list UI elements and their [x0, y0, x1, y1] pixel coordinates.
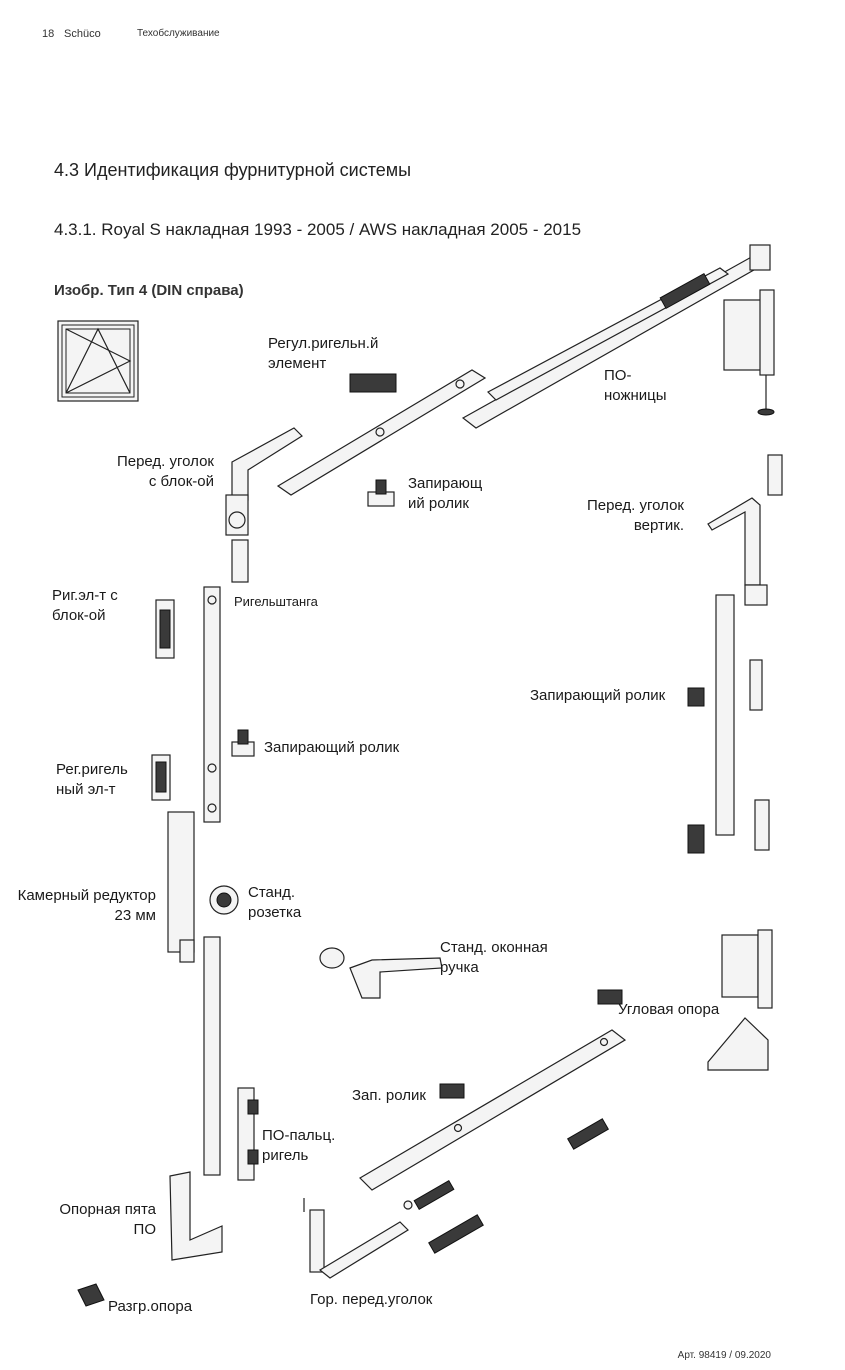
locking-roller-top — [367, 479, 395, 507]
vertical-corner-drive-part — [707, 454, 783, 606]
hinge-top-right — [723, 289, 775, 416]
section-title: Техобслуживание — [137, 28, 220, 39]
horizontal-corner-drive-part — [303, 1198, 409, 1279]
label-razgr-opora: Разгр.опора — [108, 1298, 193, 1315]
label-zapirayushchiy-rolik-mid: Запирающий ролик — [264, 739, 400, 756]
standard-rosette-part — [209, 885, 239, 915]
tilt-finger-locking-part — [237, 1087, 259, 1181]
lower-locking-rod — [203, 936, 221, 1176]
label-stand-rozetka: Станд.розетка — [248, 884, 302, 921]
label-gor-pered-ugolok: Гор. перед.уголок — [310, 1291, 433, 1308]
locking-roller-mid — [231, 729, 255, 757]
support-heel-part — [169, 1171, 223, 1261]
locking-rod-part — [203, 586, 221, 823]
label-po-nozhnitsy: ПО-ножницы — [604, 367, 667, 404]
locking-roller-bottom — [439, 1083, 465, 1099]
hinge-bottom-right — [707, 929, 773, 1071]
label-zap-rolik: Зап. ролик — [352, 1087, 426, 1104]
brand-name: Schüco — [64, 28, 101, 40]
article-number: Арт. 98419 / 09.2020 — [677, 1350, 771, 1361]
top-locking-bar — [276, 369, 487, 496]
figure-caption: Изобр. Тип 4 (DIN справа) — [54, 282, 244, 299]
subsection-heading: 4.3.1. Royal S накладная 1993 - 2005 / A… — [54, 220, 582, 239]
corner-support-part — [597, 989, 623, 1005]
bottom-locking-bar — [359, 1029, 627, 1191]
adjustable-locking-element-part — [349, 373, 397, 393]
adjustable-locking-element-left — [151, 754, 171, 801]
standard-window-handle-part — [319, 947, 443, 999]
label-zapirayushchiy-rolik-right: Запирающий ролик — [530, 687, 666, 704]
bottom-small-parts — [403, 1118, 610, 1254]
label-po-palts-rigel: ПО-пальц.ригель — [262, 1127, 336, 1164]
window-type-icon — [57, 320, 139, 402]
right-locking-bar — [687, 594, 770, 854]
label-uglovaya-opora: Угловая опора — [618, 1001, 720, 1018]
cam-gear-part — [167, 811, 195, 963]
label-rigelshtanga: Ригельштанга — [234, 594, 318, 609]
section-heading: 4.3 Идентификация фурнитурной системы — [54, 160, 412, 180]
locking-element-with-lock-part — [155, 599, 175, 659]
relief-support-part — [77, 1283, 105, 1307]
page-number: 18 — [42, 28, 55, 40]
scissor-arm-part — [461, 244, 771, 429]
corner-drive-with-lock-part — [225, 427, 303, 583]
